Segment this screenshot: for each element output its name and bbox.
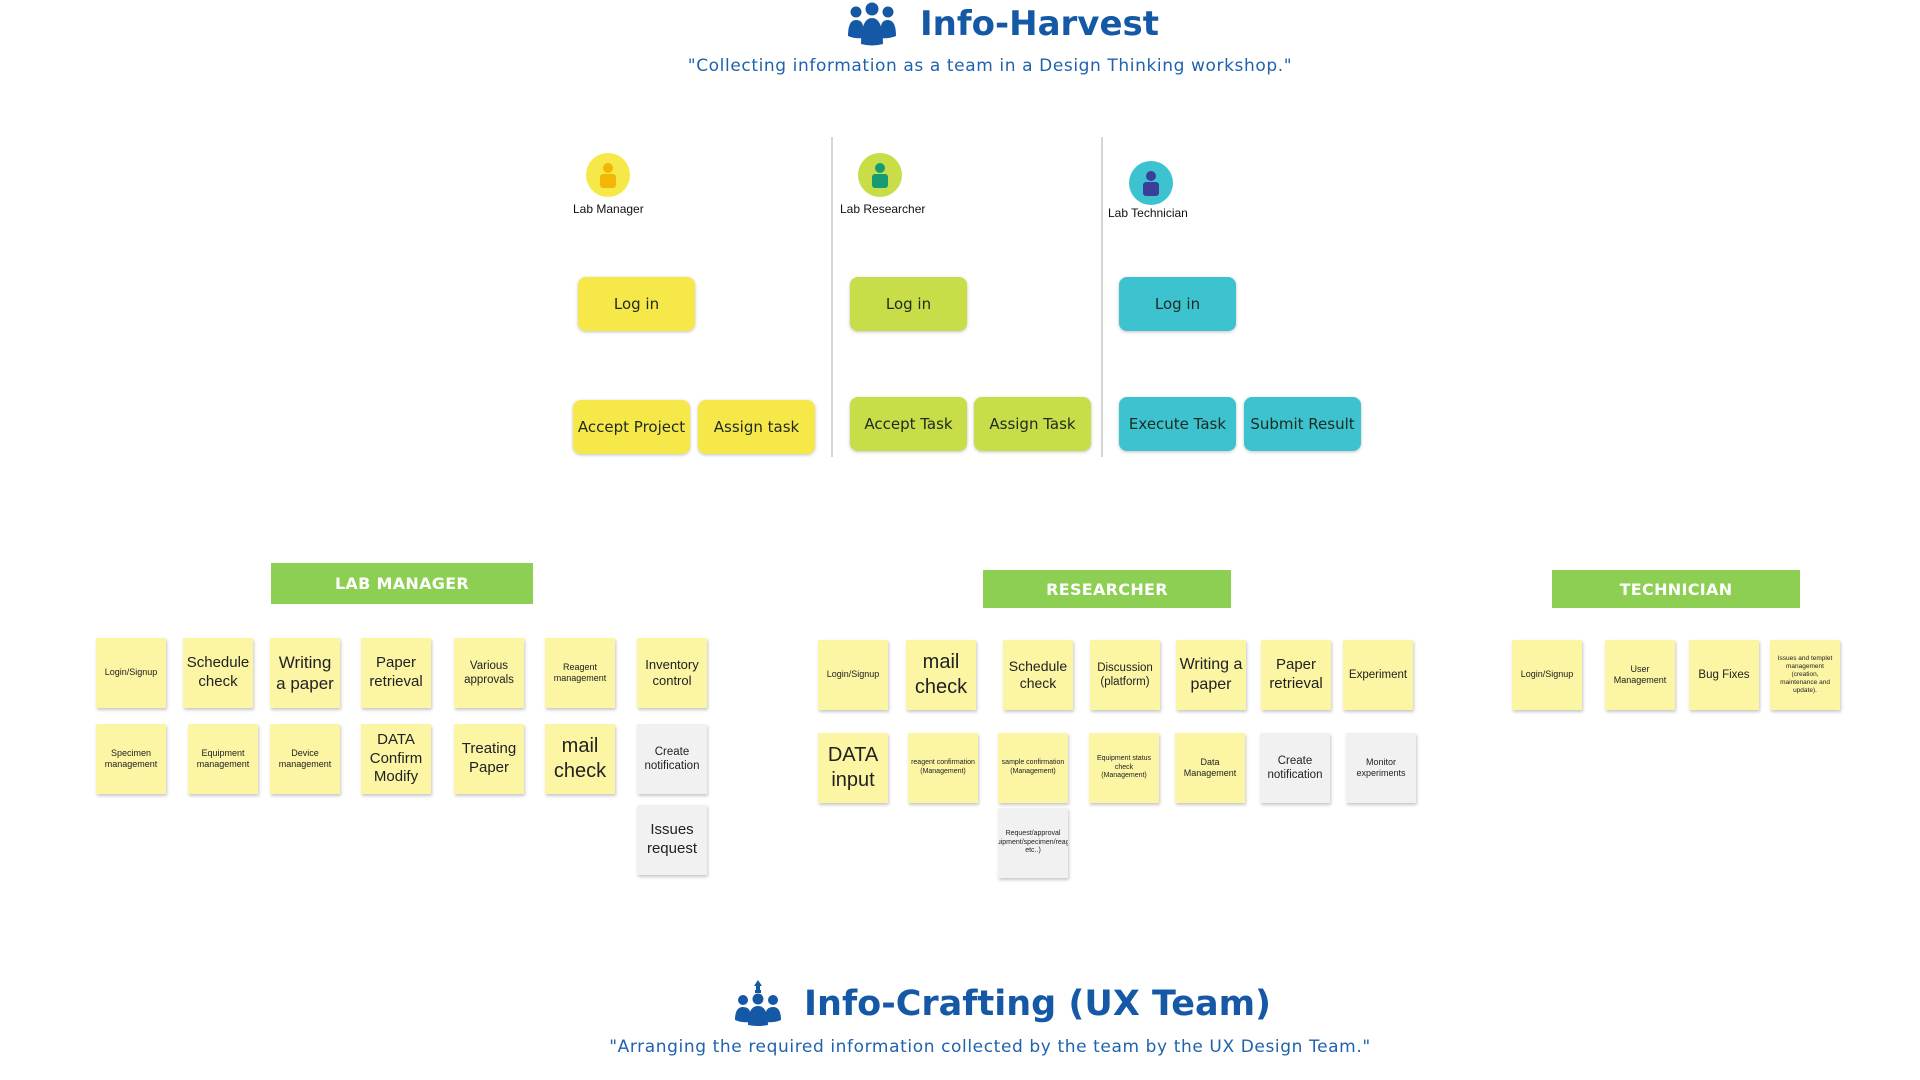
category-lab-manager: LAB MANAGER (271, 563, 533, 604)
person-icon (872, 163, 888, 188)
design-team-icon (734, 980, 782, 1026)
sticky-note[interactable]: DATA input (818, 733, 888, 803)
sticky-note[interactable]: User Management (1605, 640, 1675, 710)
sticky-note[interactable]: Writing a paper (270, 638, 340, 708)
person-icon (600, 163, 616, 188)
sticky-note[interactable]: Create notification (1260, 733, 1330, 803)
sticky-note[interactable]: Request/approval (equipment/specimen/rea… (998, 808, 1068, 878)
sticky-note[interactable]: sample confirmation (Management) (998, 733, 1068, 803)
manager-login-button[interactable]: Log in (578, 277, 695, 331)
sticky-note[interactable]: mail check (906, 640, 976, 710)
category-researcher: RESEARCHER (983, 570, 1231, 608)
researcher-assign-task-button[interactable]: Assign Task (974, 397, 1091, 451)
sticky-note[interactable]: Issues request (637, 805, 707, 875)
sticky-note[interactable]: Writing a paper (1176, 640, 1246, 710)
person-icon (1143, 171, 1159, 196)
manager-assign-task-button[interactable]: Assign task (698, 400, 815, 454)
submit-result-button[interactable]: Submit Result (1244, 397, 1361, 451)
sticky-note[interactable]: Inventory control (637, 638, 707, 708)
lab-technician-avatar (1129, 161, 1173, 205)
accept-project-button[interactable]: Accept Project (573, 400, 690, 454)
team-icon (846, 2, 898, 46)
technician-login-button[interactable]: Log in (1119, 277, 1236, 331)
lab-researcher-label: Lab Researcher (840, 202, 926, 216)
sticky-note[interactable]: Reagent management (545, 638, 615, 708)
lab-researcher-avatar (858, 153, 902, 197)
sticky-note[interactable]: reagent confirmation (Management) (908, 733, 978, 803)
lane-divider (831, 137, 833, 457)
sticky-note[interactable]: Data Management (1175, 733, 1245, 803)
sticky-note[interactable]: Experiment (1343, 640, 1413, 710)
sticky-note[interactable]: Equipment status check (Management) (1089, 733, 1159, 803)
sticky-note[interactable]: Monitor experiments (1346, 733, 1416, 803)
sticky-note[interactable]: Login/Signup (818, 640, 888, 710)
sticky-note[interactable]: Equipment management (188, 724, 258, 794)
researcher-login-button[interactable]: Log in (850, 277, 967, 331)
sticky-note[interactable]: Paper retrieval (361, 638, 431, 708)
sticky-note[interactable]: Bug Fixes (1689, 640, 1759, 710)
accept-task-button[interactable]: Accept Task (850, 397, 967, 451)
lane-divider (1101, 137, 1103, 457)
sticky-note[interactable]: Device management (270, 724, 340, 794)
sticky-note[interactable]: Issues and templet management (creation,… (1770, 640, 1840, 710)
lab-technician-label: Lab Technician (1108, 206, 1188, 220)
sticky-note[interactable]: Specimen management (96, 724, 166, 794)
sticky-note[interactable]: Various approvals (454, 638, 524, 708)
execute-task-button[interactable]: Execute Task (1119, 397, 1236, 451)
harvest-title: Info-Harvest (920, 4, 1159, 44)
harvest-subtitle: "Collecting information as a team in a D… (687, 56, 1293, 76)
crafting-subtitle: "Arranging the required information coll… (609, 1037, 1371, 1057)
sticky-note[interactable]: DATA Confirm Modify (361, 724, 431, 794)
lab-manager-label: Lab Manager (573, 202, 644, 216)
sticky-note[interactable]: Create notification (637, 724, 707, 794)
crafting-title: Info-Crafting (UX Team) (804, 984, 1272, 1024)
sticky-note[interactable]: Treating Paper (454, 724, 524, 794)
lab-manager-avatar (586, 153, 630, 197)
sticky-note[interactable]: Schedule check (1003, 640, 1073, 710)
sticky-note[interactable]: Login/Signup (96, 638, 166, 708)
category-technician: TECHNICIAN (1552, 570, 1800, 608)
sticky-note[interactable]: mail check (545, 724, 615, 794)
sticky-note[interactable]: Schedule check (183, 638, 253, 708)
sticky-note[interactable]: Paper retrieval (1261, 640, 1331, 710)
sticky-note[interactable]: Login/Signup (1512, 640, 1582, 710)
sticky-note[interactable]: Discussion (platform) (1090, 640, 1160, 710)
